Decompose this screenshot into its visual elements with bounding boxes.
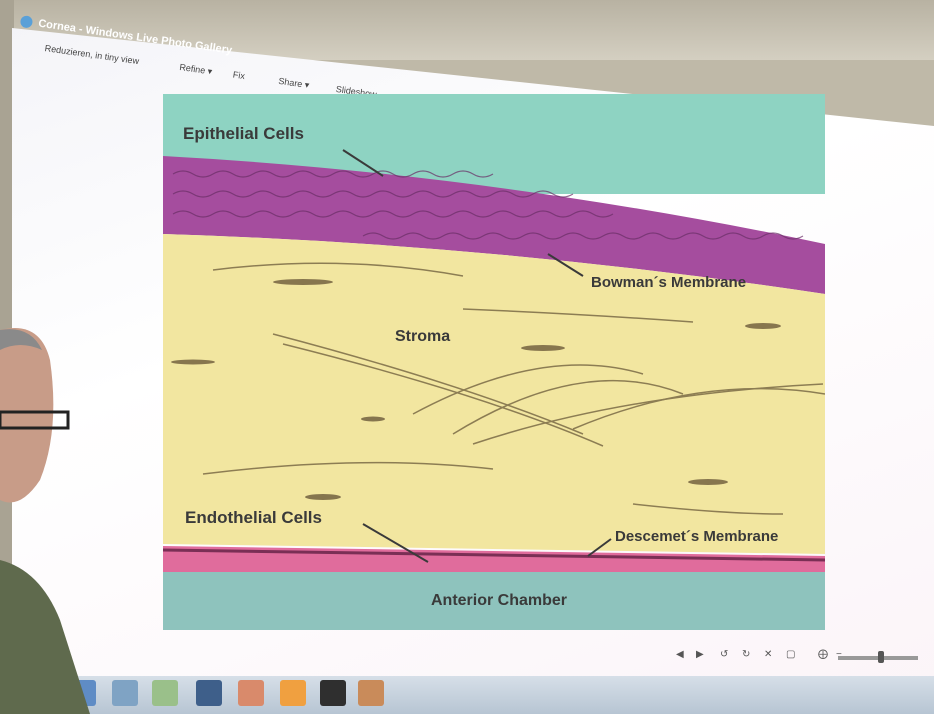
slideshow-icon[interactable]: ▢ bbox=[786, 650, 796, 660]
folder-icon[interactable] bbox=[112, 680, 138, 706]
vlc-icon[interactable] bbox=[280, 680, 306, 706]
cornea-diagram: Epithelial Cells Bowman´s Membrane Strom… bbox=[163, 94, 825, 630]
powerpoint-icon[interactable] bbox=[238, 680, 264, 706]
fit-icon[interactable]: ⨁ bbox=[818, 650, 828, 660]
anterior-chamber-label: Anterior Chamber bbox=[431, 592, 567, 610]
menu-item-share[interactable]: Share ▾ bbox=[278, 76, 310, 91]
delete-icon[interactable]: ✕ bbox=[764, 650, 774, 660]
presenter-person bbox=[0, 320, 100, 714]
stroma-label: Stroma bbox=[395, 328, 450, 346]
menu-item-refine[interactable]: Refine ▾ bbox=[179, 62, 213, 77]
gallery-icon[interactable] bbox=[358, 680, 384, 706]
rotate-right-icon[interactable]: ↻ bbox=[742, 650, 752, 660]
first-icon[interactable]: ◀ bbox=[676, 650, 686, 660]
music-icon[interactable] bbox=[320, 680, 346, 706]
rotate-left-icon[interactable]: ↺ bbox=[720, 650, 730, 660]
descemets-membrane-label: Descemet´s Membrane bbox=[615, 528, 778, 545]
image-icon[interactable] bbox=[152, 680, 178, 706]
media-icon[interactable] bbox=[196, 680, 222, 706]
endothelial-cells-label: Endothelial Cells bbox=[185, 508, 322, 528]
photo-gallery-app-icon bbox=[20, 15, 34, 29]
menu-item-fix[interactable]: Fix bbox=[232, 69, 245, 81]
person-shirt bbox=[0, 560, 90, 714]
cornea-illustration bbox=[163, 94, 825, 630]
person-head bbox=[0, 328, 53, 503]
previous-icon[interactable]: ▶ bbox=[696, 650, 706, 660]
zoom-slider-thumb[interactable] bbox=[878, 651, 884, 663]
epithelial-cells-label: Epithelial Cells bbox=[183, 124, 304, 144]
bowmans-membrane-label: Bowman´s Membrane bbox=[591, 274, 746, 291]
